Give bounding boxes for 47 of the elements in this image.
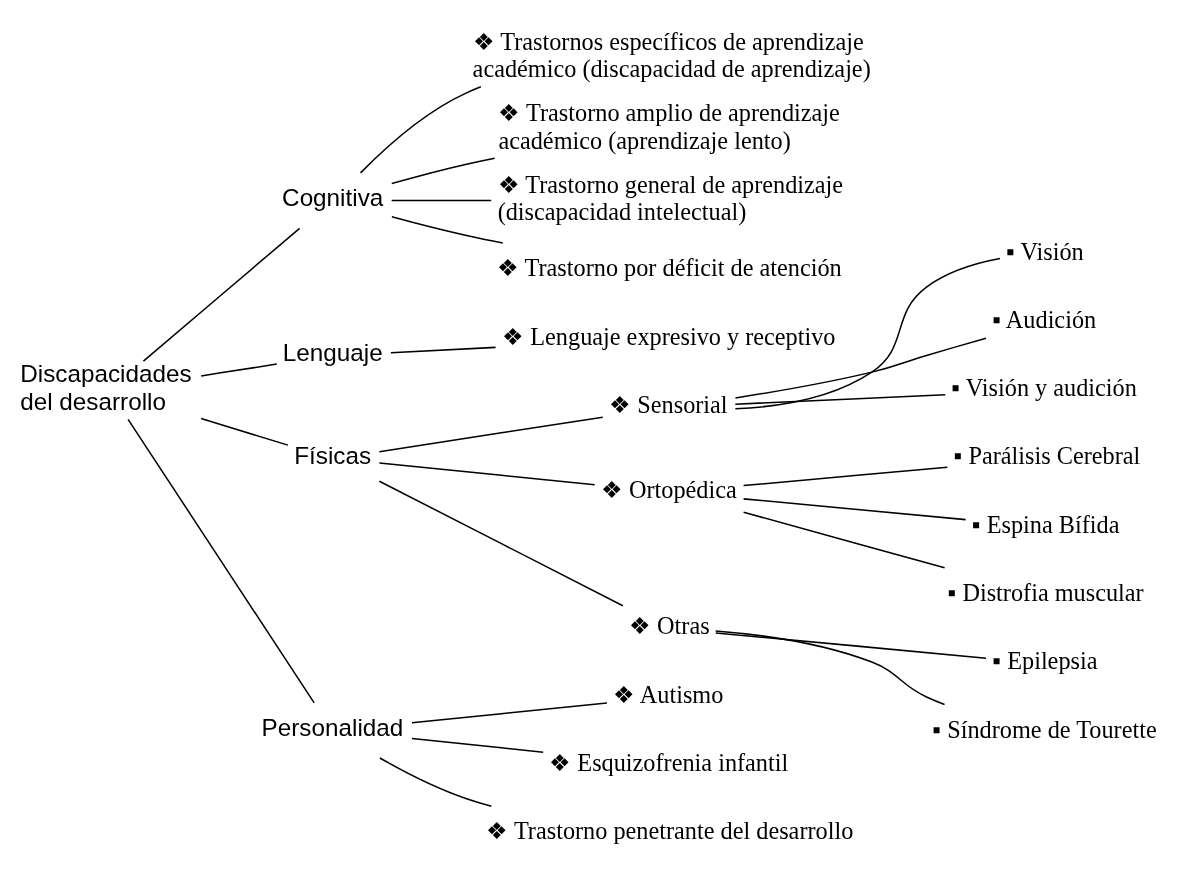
connector bbox=[411, 737, 544, 753]
node-text: Personalidad bbox=[261, 714, 404, 742]
connector bbox=[127, 418, 315, 704]
connector bbox=[200, 363, 278, 377]
node-text: ▪ Visión y audición bbox=[951, 374, 1137, 402]
connector bbox=[142, 227, 301, 362]
node-text: ❖ Trastorno amplio de aprendizaje académico (aprendizaje lento) bbox=[498, 99, 840, 154]
connector bbox=[742, 466, 949, 487]
connector bbox=[378, 462, 596, 486]
connector bbox=[742, 511, 946, 569]
connector bbox=[390, 199, 492, 202]
connector bbox=[411, 702, 608, 724]
node-text: ▪ Parálisis Cerebral bbox=[953, 442, 1141, 470]
connector bbox=[391, 157, 496, 185]
connector bbox=[734, 337, 987, 399]
node-text: ▪ Audición bbox=[992, 305, 1097, 333]
connector bbox=[378, 480, 624, 607]
connector bbox=[714, 630, 946, 706]
connector bbox=[742, 498, 967, 521]
node-text: ▪ Visión bbox=[1006, 237, 1084, 265]
node-text: ❖ Lenguaje expresivo y receptivo bbox=[502, 322, 836, 350]
node-text: ❖ Trastorno por déficit de atención bbox=[496, 254, 842, 282]
node-text: ▪ Espina Bífida bbox=[972, 510, 1120, 538]
node-text: ▪ Epilepsia bbox=[992, 647, 1098, 675]
node-text: ❖ Esquizofrenia infantil bbox=[549, 749, 789, 777]
node-text: ❖ Sensorial bbox=[609, 390, 728, 418]
connector bbox=[734, 394, 946, 405]
node-text: ❖ Otras bbox=[628, 612, 710, 640]
connector bbox=[390, 346, 497, 354]
node-text: Discapacidades del desarrollo bbox=[20, 360, 192, 415]
connector bbox=[200, 417, 289, 446]
connector bbox=[715, 632, 987, 659]
node-text: ❖ Trastornos específicos de aprendizaje académico (discapacidad de aprendizaje) bbox=[472, 28, 871, 83]
node-text: ▪ Síndrome de Tourette bbox=[932, 715, 1157, 743]
connector bbox=[379, 757, 493, 808]
node-text: Físicas bbox=[294, 442, 372, 470]
node-text: ❖ Autismo bbox=[613, 680, 724, 708]
node-text: ❖ Ortopédica bbox=[600, 475, 737, 503]
node-text: ❖ Trastorno penetrante del desarrollo bbox=[486, 817, 854, 845]
node-text: Cognitiva bbox=[282, 184, 384, 212]
connector bbox=[378, 416, 604, 453]
node-text: ❖ Trastorno general de aprendizaje (discapacidad intelectual) bbox=[497, 170, 844, 226]
node-text: ▪ Distrofia muscular bbox=[947, 579, 1144, 607]
connector bbox=[734, 257, 1001, 410]
connector bbox=[359, 86, 482, 174]
connector bbox=[391, 216, 504, 244]
node-text: Lenguaje bbox=[282, 339, 383, 367]
